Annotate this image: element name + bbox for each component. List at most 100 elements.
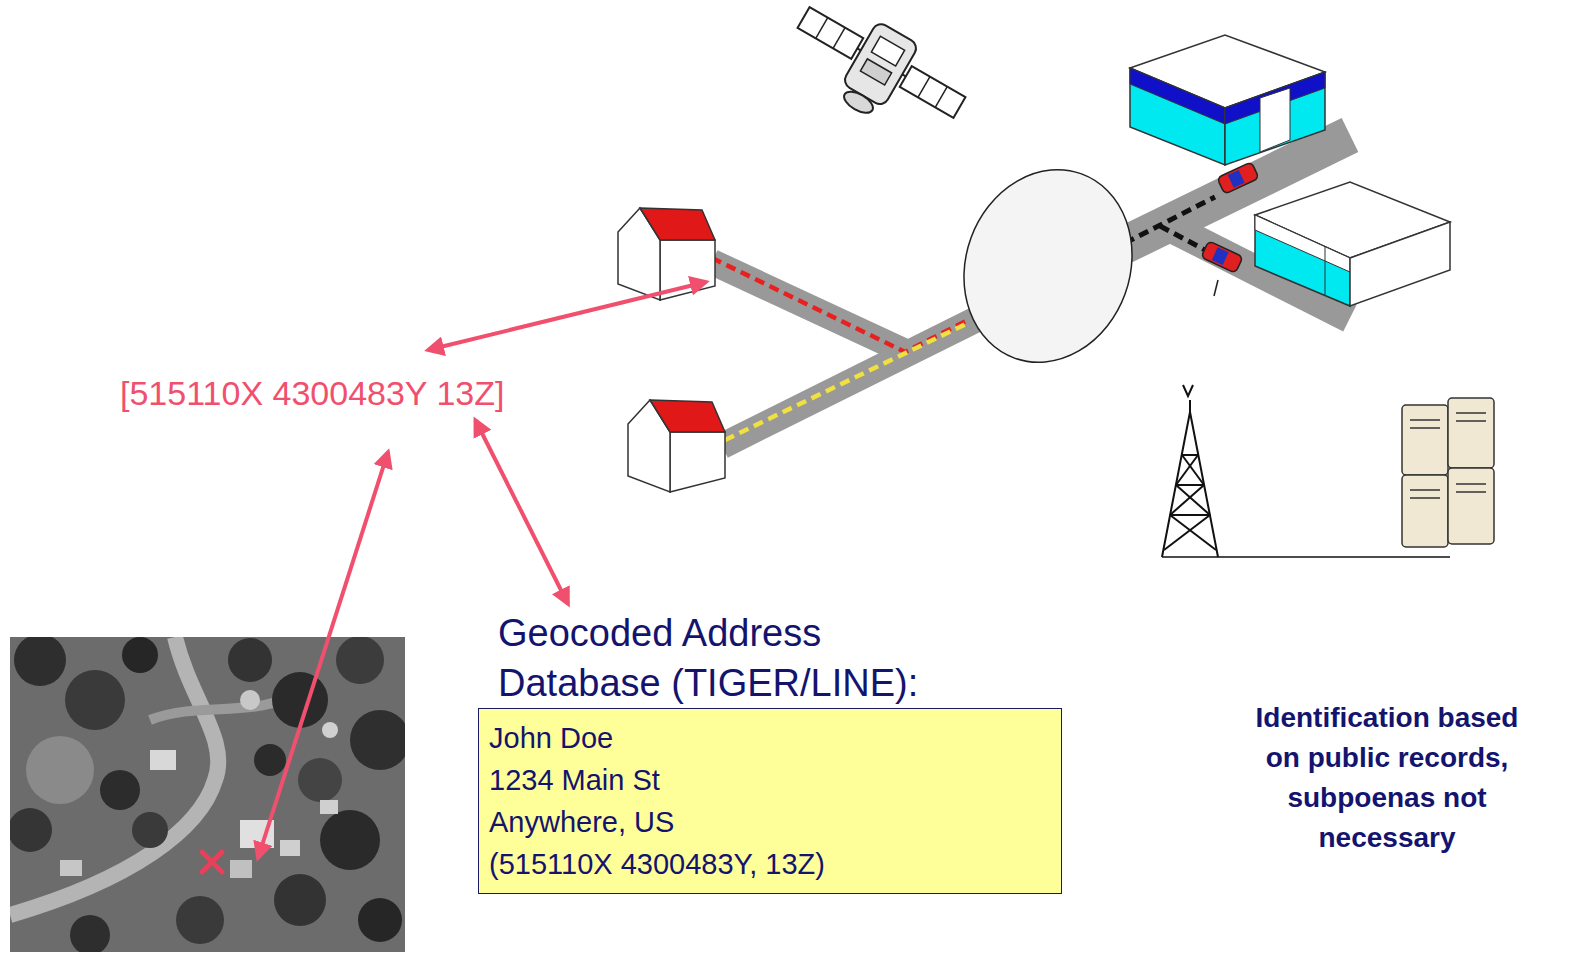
road-part — [722, 320, 975, 446]
database-box: Geocoded Address Database (TIGER/LINE):J… — [478, 608, 1062, 894]
server-stack-part — [1456, 412, 1486, 414]
aerial-photo-part — [320, 810, 380, 870]
radio-tower-part — [1176, 485, 1210, 515]
office-building — [1130, 35, 1325, 165]
satellite-icon-part — [871, 36, 904, 66]
coordinate-node: [515110X 4300483Y 13Z] — [118, 372, 506, 414]
radio-tower-part — [1176, 484, 1204, 486]
radio-tower-part — [1170, 514, 1210, 516]
server-stack-part — [1410, 419, 1440, 421]
office-building — [1255, 182, 1450, 306]
aerial-photo-part — [70, 915, 110, 952]
aerial-photo-part — [298, 758, 342, 802]
aerial-photo-part — [228, 638, 272, 682]
aerial-photo-part — [272, 672, 328, 728]
aerial-photo-part — [60, 860, 82, 876]
radio-tower-part — [1183, 385, 1193, 396]
record-line: (515110X 4300483Y, 13Z) — [489, 843, 1051, 885]
aerial-photo-part — [280, 840, 300, 856]
aerial-photo-part — [10, 637, 405, 952]
road — [712, 135, 1350, 446]
office-building-part — [1255, 215, 1350, 272]
aerial-photo-part — [322, 722, 338, 738]
aerial-photo-part — [358, 898, 402, 942]
red-route — [712, 258, 968, 352]
house-icon — [618, 208, 715, 300]
aerial-photo-part — [350, 710, 405, 770]
server-stack-part — [1448, 468, 1494, 544]
server-stack-part — [1456, 483, 1486, 485]
aerial-photo-part — [100, 770, 140, 810]
aerial-photo-part — [254, 744, 286, 776]
radio-tower-part — [1162, 556, 1450, 558]
note-text: Identification based on public records, … — [1237, 698, 1537, 858]
house-icon-part — [640, 208, 715, 240]
satellite-icon-part — [860, 59, 891, 85]
location-marker — [202, 852, 222, 872]
house-icon-part — [650, 400, 725, 432]
radio-tower — [1162, 385, 1450, 557]
satellite-icon-part — [900, 66, 966, 118]
house-icon-part — [670, 432, 725, 492]
satellite-icon-part — [816, 18, 828, 39]
road-part — [712, 262, 910, 354]
black-route — [1160, 226, 1205, 250]
server-stack — [1402, 398, 1494, 547]
car-icon — [1201, 241, 1243, 273]
office-building-part — [1260, 88, 1290, 152]
office-building-part — [1255, 215, 1350, 306]
location-marker-part — [202, 852, 222, 872]
black-route — [1125, 197, 1215, 243]
satellite-icon-part — [798, 7, 864, 59]
aerial-photo-part — [150, 750, 176, 770]
aerial-photo — [10, 637, 405, 952]
radio-tower-part — [1189, 400, 1191, 412]
record-line: John Doe — [489, 717, 1051, 759]
car-icon-part — [1217, 162, 1259, 194]
satellite-icon-part — [935, 87, 947, 108]
record-line: 1234 Main St — [489, 759, 1051, 801]
aerial-photo-part — [65, 670, 125, 730]
office-building-part — [1350, 222, 1450, 306]
aerial-photo-part — [230, 860, 252, 878]
car-icon-part — [1228, 170, 1245, 188]
house-icon — [628, 400, 725, 492]
radio-tower-part — [1170, 485, 1204, 515]
connector-arrow — [475, 420, 568, 604]
server-stack-part — [1410, 427, 1440, 429]
server-stack-part — [1410, 489, 1440, 491]
office-building-part — [1130, 68, 1225, 165]
office-building-part — [1325, 246, 1326, 295]
car-icon — [1217, 162, 1259, 194]
radio-tower-part — [1162, 412, 1218, 557]
aerial-photo-part — [320, 800, 338, 814]
radio-tower-part — [1182, 455, 1204, 485]
leader-arrow — [258, 452, 388, 858]
radio-tower-part — [1164, 515, 1210, 550]
heading-text: Geocoded Address Database (TIGER/LINE): — [478, 608, 968, 708]
record-box: John Doe1234 Main StAnywhere, US(515110X… — [478, 708, 1062, 894]
heading-text: [515110X 4300483Y 13Z] — [118, 372, 506, 414]
server-stack-part — [1456, 420, 1486, 422]
radio-tower-part — [1170, 515, 1216, 550]
aerial-photo-part — [132, 812, 168, 848]
server-stack-part — [1410, 497, 1440, 499]
aerial-photo-part — [14, 637, 66, 686]
aerial-photo-part — [336, 637, 384, 684]
radio-tower-part — [1176, 455, 1198, 485]
server-stack-part — [1448, 398, 1494, 468]
record-line: Anywhere, US — [489, 801, 1051, 843]
satellite-icon-part — [833, 28, 845, 49]
aerial-photo-part — [240, 690, 260, 710]
leader-arrow — [428, 282, 706, 350]
radio-tower-part — [1182, 454, 1198, 456]
aerial-photo-part — [274, 874, 326, 926]
satellite-icon-part — [918, 77, 930, 98]
tick — [1214, 280, 1218, 296]
server-stack-part — [1456, 491, 1486, 493]
satellite-icon-part — [841, 87, 877, 117]
office-building-part — [1130, 68, 1225, 124]
office-building-part — [1225, 72, 1325, 165]
